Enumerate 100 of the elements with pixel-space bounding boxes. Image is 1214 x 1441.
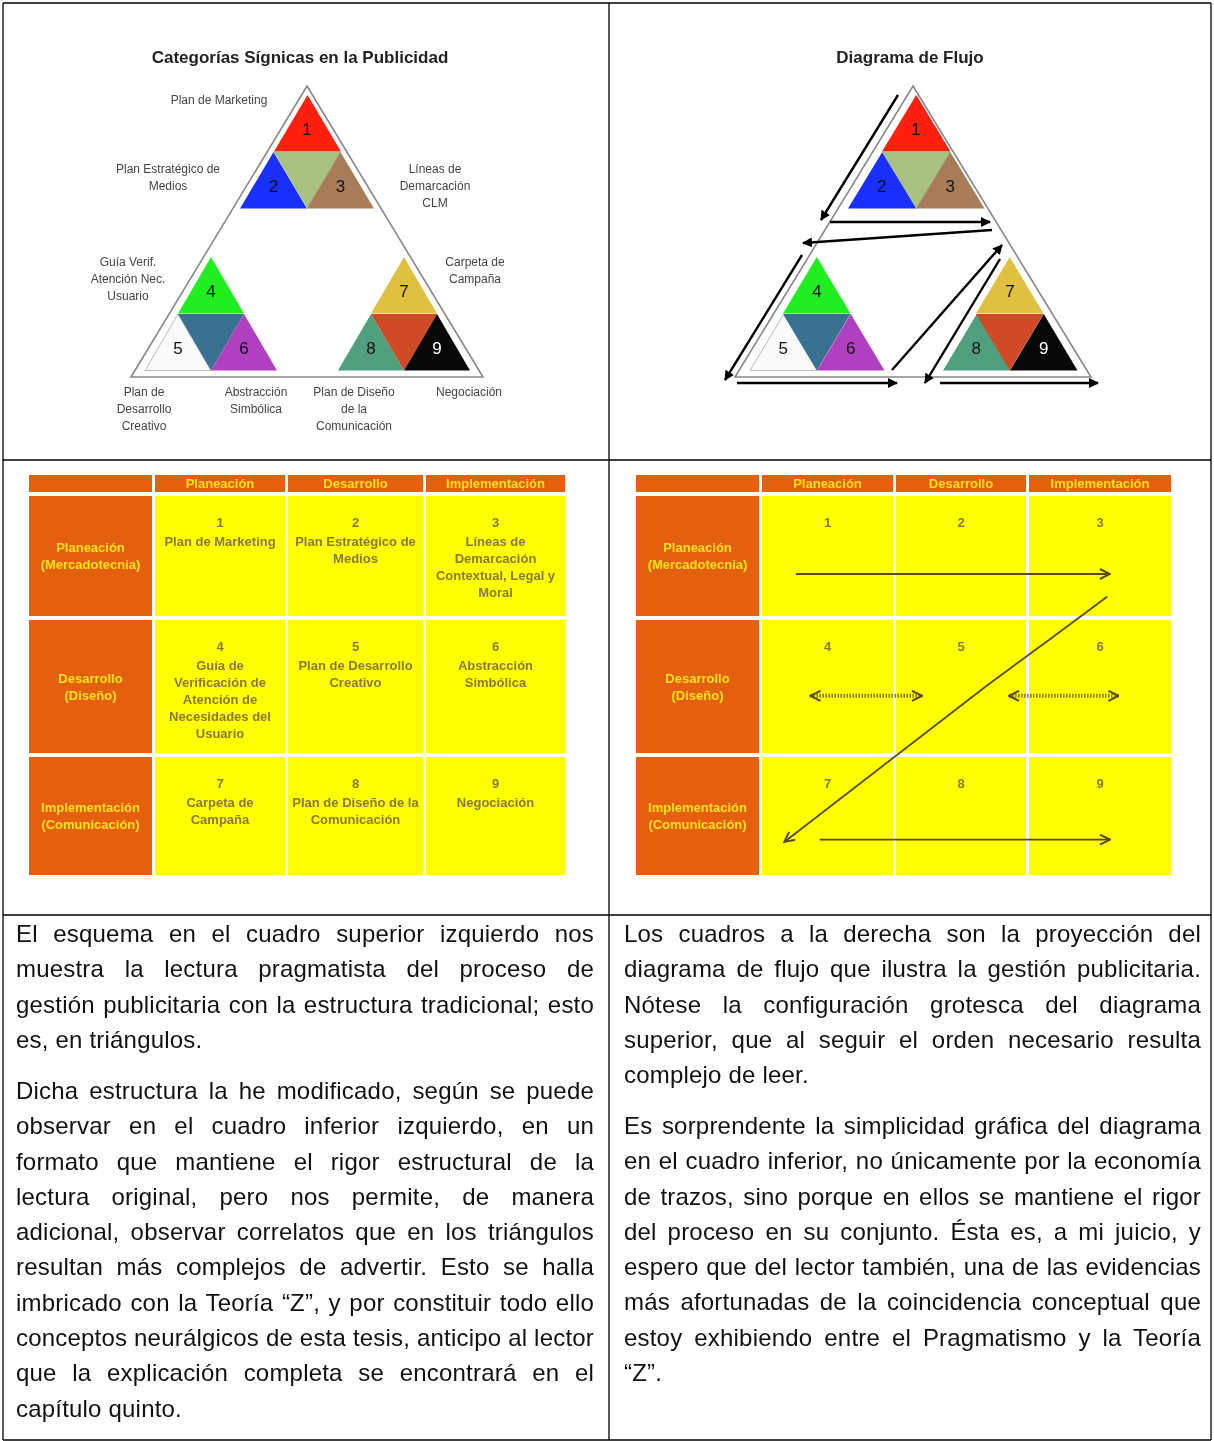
cell-text: Líneas de Demarcación Contextual, Legal y Moral [434,533,557,601]
cell-number: 8 [351,775,360,792]
segment-caption: Guía Verif. Atención Nec. Usuario [89,254,167,305]
table-cell [155,757,285,875]
segment-caption: Plan de Desarrollo Creativo [115,384,173,435]
segment-number: 8 [970,338,982,359]
cell-number: 3 [491,514,500,531]
arrow [737,378,898,388]
column-header: Implementación [446,475,545,492]
triangle-segment [371,257,437,314]
cell-number: 5 [957,638,965,655]
segment-number: 5 [172,338,184,359]
segment-number: 7 [398,282,410,303]
segment-caption: Plan Estratégico de Medios [114,161,222,195]
cell-number: 4 [216,638,224,655]
table-cell [1029,620,1171,753]
table-cell [762,757,893,875]
segment-number: 2 [267,176,280,197]
header-cell [29,757,152,875]
table-cell [288,757,423,875]
arrow [830,217,991,227]
table-cell [896,757,1026,875]
segment-number: 3 [944,176,956,197]
segment-number: 8 [365,338,377,359]
header-cell [636,620,759,753]
arrow [1008,689,1120,702]
segment-caption: Negociación [434,384,503,401]
segment-number: 7 [1004,282,1016,303]
cell-number: 3 [1096,514,1104,531]
cell-number: 9 [491,775,500,792]
triangle-segment [881,95,951,152]
arrow [723,254,804,381]
cell-number: 1 [823,514,832,531]
table-cell [155,496,285,616]
segment-caption: Carpeta de Campaña [444,254,506,288]
paragraph: Los cuadros a la derecha son la proyección del diagrama de flujo que ilustra la gestión publicitaria. Nótese la configuración grotesca del diagrama superior, que al seguir el orden necesario resulta complejo de leer. [624,919,1201,1091]
arrow [923,258,1002,384]
table-cell [288,620,423,753]
cell-number: 2 [957,514,965,531]
header-cell [29,620,152,753]
segment-number: 1 [910,120,922,141]
header-cell [636,475,759,492]
section-label: Diagrama de Flujo [835,48,985,68]
header-cell [29,496,152,616]
row-header: Implementación (Comunicación) [647,799,748,833]
table-cell [762,620,893,753]
arrow [819,94,900,221]
triangle-segment [817,313,885,370]
cell-text: Guía de Verificación de Atención de Necesidades del Usuario [168,657,272,742]
segment-number: 2 [876,176,888,197]
triangle-segment [338,313,404,370]
section-label: Categorías Sígnicas en la Publicidad [150,48,450,68]
triangle-segment [307,151,374,208]
arrow [960,568,1111,580]
row-header: Desarrollo (Diseño) [57,669,124,704]
arrow [960,833,1111,846]
table-cell [288,496,423,616]
cell-text: Plan de Diseño de la Comunicación [291,794,420,828]
cell-number: 6 [491,638,500,655]
triangle-segment [1010,313,1078,370]
header-cell [1029,475,1171,492]
header-cell [288,475,423,492]
segment-caption: Plan de Marketing [169,92,269,109]
cell-number: 4 [823,638,832,655]
cell-text: Plan de Marketing [164,533,276,550]
segment-number: 6 [238,338,250,359]
cell-text: Plan Estratégico de Medios [294,533,417,567]
segment-number: 9 [1038,338,1050,359]
cell-number: 6 [1096,638,1104,655]
arrow [891,244,1003,371]
column-header: Planeación [185,475,255,492]
table-cell [1029,757,1171,875]
column-header: Implementación [1050,475,1150,492]
cell-number: 9 [1096,775,1104,792]
header-cell [155,475,285,492]
triangle-segment [942,313,1010,370]
segment-number: 5 [777,338,789,359]
cell-text: Abstracción Simbólica [456,657,535,691]
triangle-segment [783,257,851,314]
row-header: Planeación (Mercadotecnia) [646,539,749,573]
triangle-segment [749,313,817,370]
paragraph: Es sorprendente la simplicidad gráfica del diagrama en el cuadro inferior, no únicamente por la economía de trazos, sino porque en ellos se mantiene el rigor del proceso en su conjunto. Ésta es, a mi juicio, y espero que del lector también, una de las evidencias más afortunadas de la coincidencia conceptual que estoy exhibiendo entre el Pragmatismo y la Teoría “Z”. [624,1111,1201,1389]
cell-text: Carpeta de Campaña [185,794,255,828]
table-cell [896,620,1026,753]
cell-number: 8 [957,775,965,792]
segment-caption: Líneas de Demarcación CLM [398,161,472,212]
triangle-segment [240,151,307,208]
cell-number: 7 [216,775,224,792]
row-header: Desarrollo (Diseño) [664,669,731,704]
segment-number: 9 [431,338,443,359]
arrow [783,685,987,843]
cell-number: 2 [351,514,360,531]
header-cell [636,757,759,875]
table-cell [896,496,1026,616]
triangle-segment [916,151,985,208]
segment-caption: Abstracción Simbólica [223,384,289,418]
paragraph: Dicha estructura la he modificado, según se puede observar en el cuadro inferior izquierdo, en un formato que mantiene el rigor estructural de la lectura original, pero nos permite, de manera adicional, observar correlatos que en los triángulos resultan más complejos de advertir. Esto se halla imbricado con la Teoría “Z”, y por constituir todo ello conceptos neurálgicos de esta tesis, anticipo al lector que la explicación completa se encontrará en el capítulo quinto. [16,1076,594,1424]
triangle-segment [404,313,470,370]
cell-number: 7 [823,775,832,792]
table-cell [426,620,565,753]
